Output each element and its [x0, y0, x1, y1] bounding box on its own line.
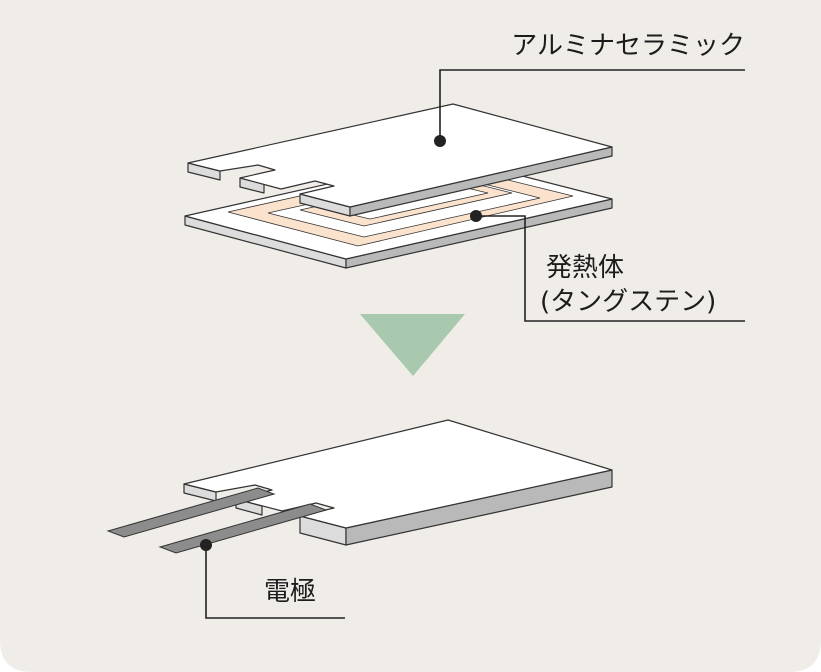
upper-plate — [187, 103, 613, 217]
dot-marker-icon — [200, 539, 212, 551]
label-heater: 発熱体 — [546, 253, 624, 283]
laminated-plate — [183, 419, 613, 546]
dot-marker-icon — [434, 135, 446, 147]
dot-marker-icon — [470, 210, 482, 222]
label-alumina-ceramic: アルミナセラミック — [511, 31, 745, 61]
label-electrode: 電極 — [264, 577, 316, 607]
electrode-leads — [106, 487, 328, 554]
ceramic-leader — [434, 69, 745, 147]
label-heater-material: (タングステン) — [540, 287, 716, 317]
heater-leader — [470, 210, 745, 322]
electrode-leader — [200, 539, 345, 619]
down-triangle-icon — [360, 314, 465, 376]
